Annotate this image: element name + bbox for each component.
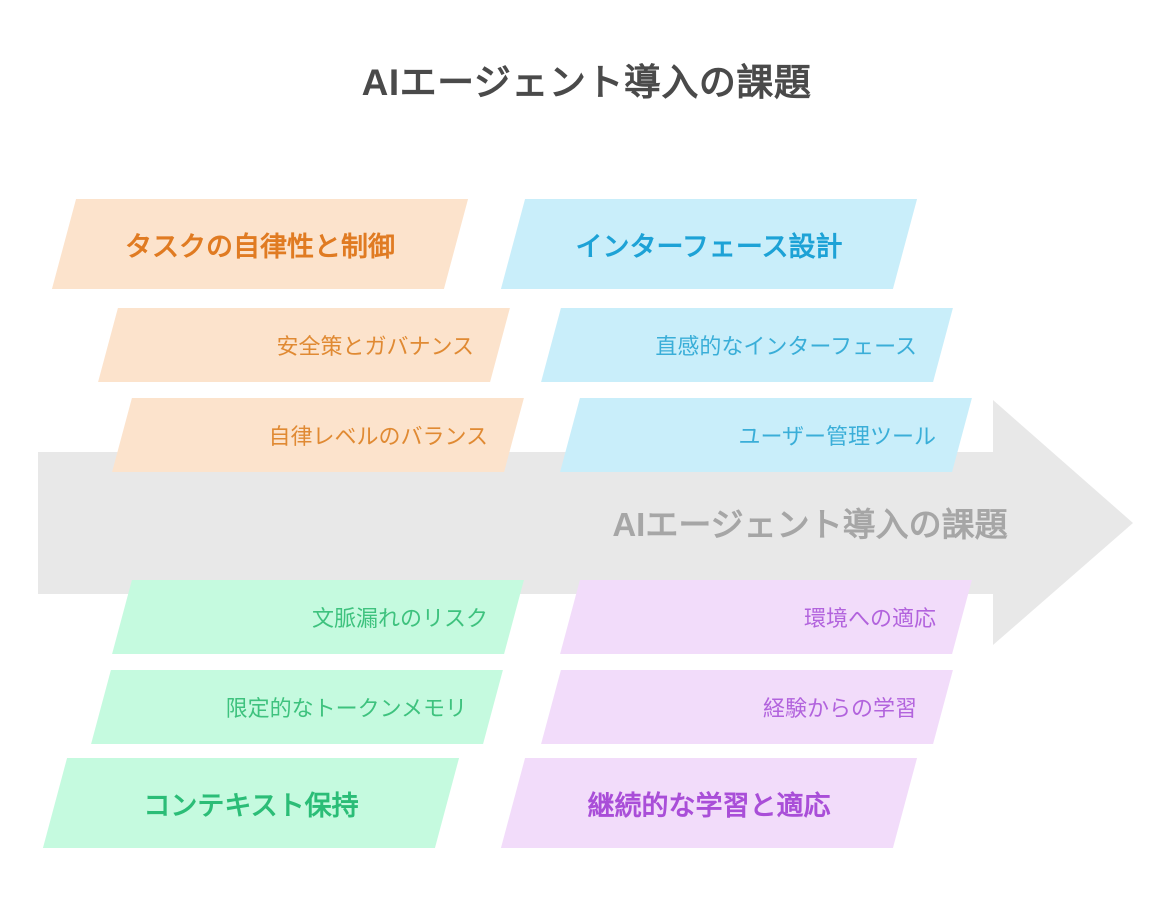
block-label: 直感的なインターフェース (655, 334, 917, 359)
block-bottom-right-header[interactable]: 継続的な学習と適応 (500, 758, 918, 848)
block-bottom-right-item-1[interactable]: 環境への適応 (560, 580, 972, 654)
block-label: 文脈漏れのリスク (311, 606, 488, 631)
block-top-left-item-1[interactable]: 安全策とガバナンス (98, 308, 510, 382)
block-bottom-left-item-2[interactable]: 限定的なトークンメモリ (91, 670, 503, 744)
block-label: 継続的な学習と適応 (587, 790, 831, 821)
block-bottom-left-item-1[interactable]: 文脈漏れのリスク (112, 580, 524, 654)
block-top-right-item-2[interactable]: ユーザー管理ツール (560, 398, 972, 472)
block-label: 安全策とガバナンス (276, 334, 474, 359)
arrow-label: AIエージェント導入の課題 (612, 506, 1008, 543)
block-bottom-left-header[interactable]: コンテキスト保持 (42, 758, 460, 848)
block-label: タスクの自律性と制御 (125, 231, 395, 262)
block-top-right-header[interactable]: インターフェース設計 (500, 199, 918, 289)
block-top-right-item-1[interactable]: 直感的なインターフェース (541, 308, 953, 382)
block-bottom-right-item-2[interactable]: 経験からの学習 (541, 670, 953, 744)
block-top-left-item-2[interactable]: 自律レベルのバランス (112, 398, 524, 472)
block-label: 限定的なトークンメモリ (225, 696, 467, 721)
block-label: コンテキスト保持 (143, 790, 359, 821)
block-top-left-header[interactable]: タスクの自律性と制御 (51, 199, 469, 289)
page-title: AIエージェント導入の課題 (361, 62, 812, 103)
block-label: 環境への適応 (803, 606, 936, 631)
block-label: 自律レベルのバランス (268, 424, 488, 449)
block-label: インターフェース設計 (575, 231, 843, 262)
block-label: ユーザー管理ツール (738, 424, 936, 449)
block-label: 経験からの学習 (762, 696, 917, 721)
